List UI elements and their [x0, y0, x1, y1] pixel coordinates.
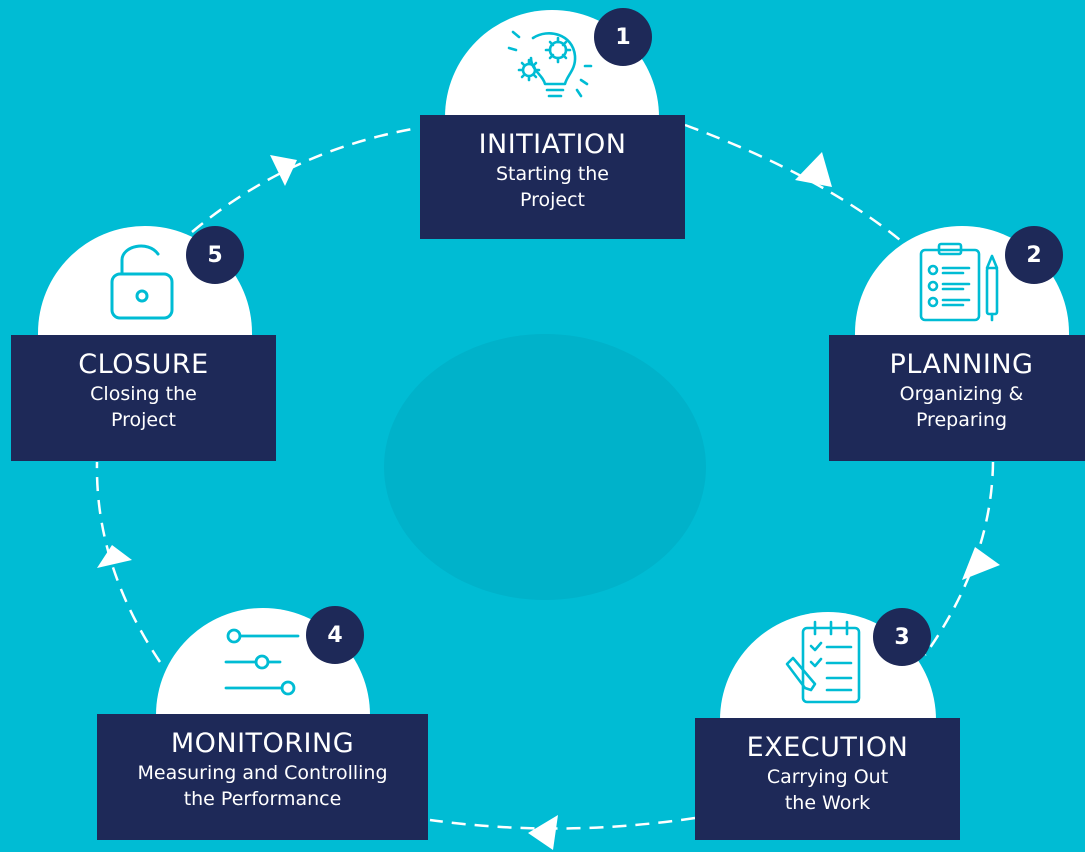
stage-5-subtitle-line-2: Project — [110, 409, 176, 431]
stage-2-title: PLANNING — [889, 349, 1034, 380]
stage-2-subtitle-line-1: Organizing & — [899, 383, 1024, 405]
stage-3-subtitle-line-2: the Work — [784, 792, 871, 814]
stage-3-badge: 3 — [873, 608, 931, 666]
clipboard-checklist-pencil-icon — [919, 242, 999, 322]
connector-initiation-planning — [684, 123, 901, 241]
arrowhead-5 — [270, 155, 297, 186]
connector-monitoring-closure — [95, 461, 162, 663]
stage-4-badge: 4 — [306, 606, 364, 664]
stage-4-subtitle-line-1: Measuring and Controlling — [137, 762, 388, 784]
stage-4-box: MONITORING Measuring and Controlling the… — [97, 714, 428, 840]
stage-5-subtitle-line-1: Closing the — [90, 383, 197, 405]
arrowhead-3 — [528, 815, 558, 850]
stage-4-subtitle-line-2: the Performance — [183, 788, 342, 810]
stage-1-subtitle-line-1: Starting the — [495, 163, 610, 185]
stage-3-subtitle-line-1: Carrying Out — [766, 766, 889, 788]
notepad-checklist-pen-icon — [785, 620, 861, 704]
connector-execution-monitoring — [429, 816, 696, 830]
stage-5-badge: 5 — [186, 226, 244, 284]
center-disc — [384, 334, 706, 600]
stage-2-badge: 2 — [1005, 226, 1063, 284]
stage-5-box: CLOSURE Closing the Project — [11, 335, 276, 461]
stage-3-title: EXECUTION — [746, 732, 909, 763]
stage-1-title: INITIATION — [478, 129, 627, 160]
arrowhead-2 — [962, 547, 1000, 580]
stage-4-title: MONITORING — [170, 728, 355, 759]
stage-1-box: INITIATION Starting the Project — [420, 115, 685, 239]
padlock-icon — [110, 244, 174, 320]
stage-3-box: EXECUTION Carrying Out the Work — [695, 718, 960, 840]
lightbulb-gears-icon — [507, 30, 593, 98]
arrowhead-1 — [795, 152, 832, 187]
stage-2-box: PLANNING Organizing & Preparing — [829, 335, 1085, 461]
stage-2-subtitle-line-2: Preparing — [915, 409, 1008, 431]
stage-1-subtitle-line-2: Project — [519, 189, 585, 211]
connector-closure-initiation — [191, 126, 419, 233]
arrowhead-4 — [97, 545, 132, 568]
stage-1-badge: 1 — [594, 8, 652, 66]
sliders-icon — [224, 628, 300, 696]
stage-5-title: CLOSURE — [78, 349, 209, 380]
